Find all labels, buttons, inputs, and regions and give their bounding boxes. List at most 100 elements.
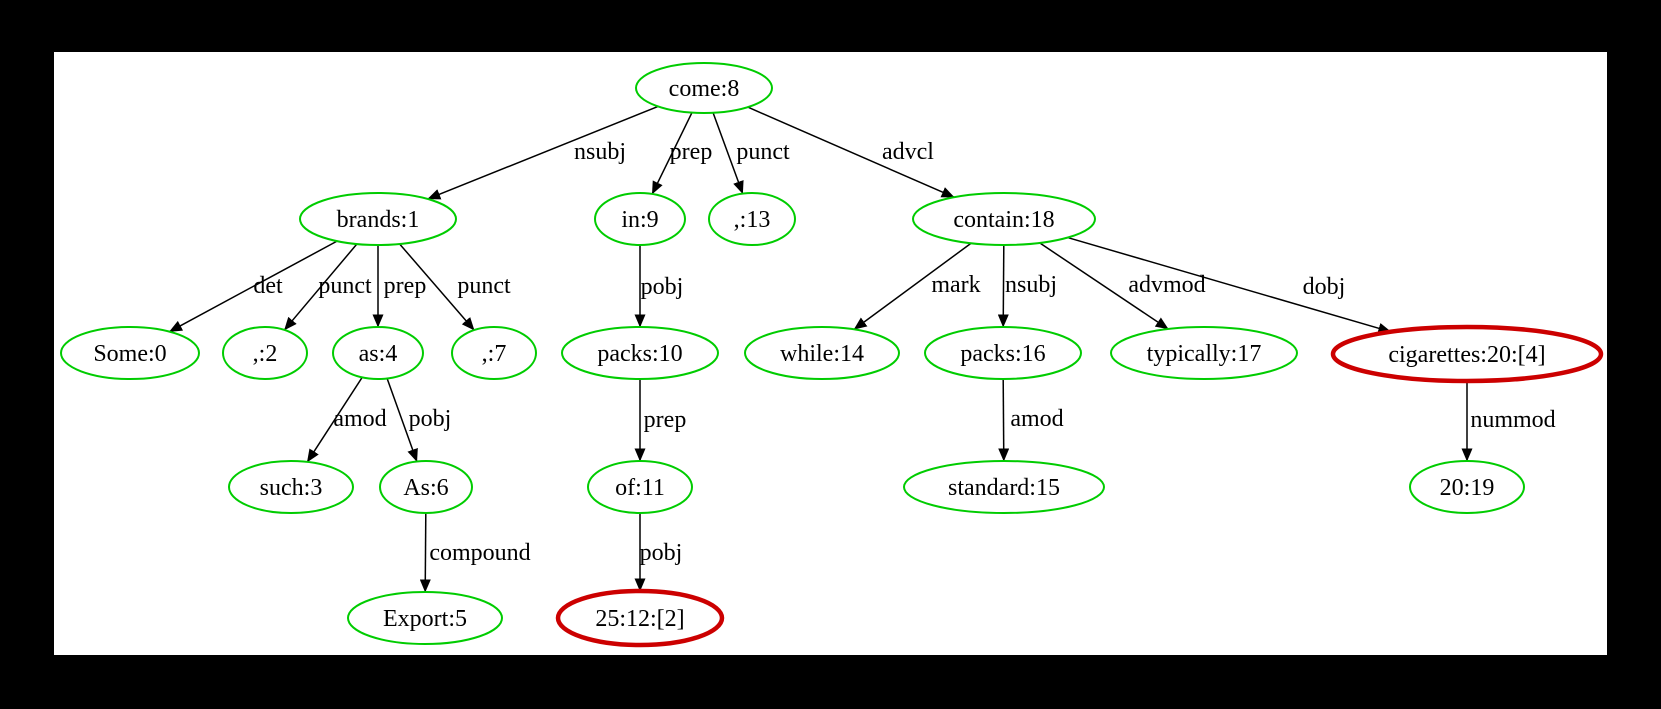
node-label-standard15: standard:15: [948, 475, 1060, 501]
node-ellipse-come8: [635, 62, 773, 114]
graph-node-contain18: contain:18: [912, 192, 1096, 246]
edge-contain18-while14: [853, 242, 972, 330]
node-label-contain18: contain:18: [953, 207, 1054, 233]
edge-label-prep-in9: prep: [670, 139, 713, 165]
edge-as4-such3: [306, 376, 363, 463]
edge-label-punct-comma7: punct: [457, 273, 511, 299]
node-ellipse-while14: [744, 326, 900, 380]
node-ellipse-typically17: [1110, 326, 1298, 380]
node-label-num2019: 20:19: [1440, 475, 1495, 501]
graph-node-some0: Some:0: [60, 326, 200, 380]
graph-node-packs16: packs:16: [924, 326, 1082, 380]
node-ellipse-of11: [587, 460, 693, 514]
node-ellipse-export5: [347, 591, 503, 645]
edge-come8-in9: [651, 112, 693, 195]
edge-label-pobj-packs10: pobj: [641, 274, 684, 300]
edge-come8-contain18: [747, 106, 955, 198]
edge-label-advmod-typically17: advmod: [1128, 272, 1205, 298]
edge-label-nsubj-brands1: nsubj: [574, 139, 626, 165]
edge-brands1-some0: [169, 240, 338, 333]
node-ellipse-some0: [60, 326, 200, 380]
node-ellipse-cigarettes20: [1330, 324, 1604, 384]
node-label-while14: while:14: [780, 341, 864, 367]
edge-label-pobj-num2512: pobj: [640, 540, 683, 566]
edge-come8-brands1: [427, 105, 659, 200]
node-ellipse-such3: [228, 460, 354, 514]
node-label-in9: in:9: [621, 207, 658, 233]
node-label-As6: As:6: [403, 475, 448, 501]
graph-node-in9: in:9: [594, 192, 686, 246]
node-label-export5: Export:5: [383, 606, 467, 632]
edge-packs16-standard15: [998, 378, 1010, 462]
node-label-comma13: ,:13: [734, 207, 771, 233]
graph-node-brands1: brands:1: [299, 192, 457, 246]
edge-label-amod-standard15: amod: [1010, 406, 1063, 432]
edge-contain18-typically17: [1039, 242, 1169, 330]
graph-node-packs10: packs:10: [561, 326, 719, 380]
graph-node-as4: as:4: [332, 326, 424, 380]
node-label-come8: come:8: [669, 76, 740, 102]
node-label-num2512: 25:12:[2]: [595, 606, 684, 632]
node-label-comma7: ,:7: [482, 341, 507, 367]
edge-label-pobj-As6: pobj: [409, 406, 452, 432]
edge-label-compound-export5: compound: [429, 540, 530, 566]
node-ellipse-standard15: [903, 460, 1105, 514]
edge-label-prep-of11: prep: [644, 407, 687, 433]
node-ellipse-As6: [379, 460, 473, 514]
edge-As6-export5: [419, 512, 431, 593]
edge-label-nummod-num2019: nummod: [1470, 407, 1555, 433]
graph-node-typically17: typically:17: [1110, 326, 1298, 380]
node-label-some0: Some:0: [93, 341, 166, 367]
node-label-comma2: ,:2: [253, 341, 278, 367]
nodes-layer: come:8 brands:1 in:9 ,:13 contain:18Some:0,:…: [60, 62, 1604, 648]
node-label-as4: as:4: [359, 341, 398, 367]
graph-node-export5: Export:5: [347, 591, 503, 645]
edge-label-punct-comma13: punct: [736, 139, 790, 165]
graph-node-standard15: standard:15: [903, 460, 1105, 514]
edge-label-prep-as4: prep: [384, 273, 427, 299]
edge-label-amod-such3: amod: [333, 406, 386, 432]
edge-label-det-some0: det: [253, 273, 283, 299]
node-ellipse-in9: [594, 192, 686, 246]
node-ellipse-as4: [332, 326, 424, 380]
node-ellipse-comma2: [222, 326, 308, 380]
node-label-brands1: brands:1: [337, 207, 420, 233]
edge-label-dobj-cigarettes20: dobj: [1303, 274, 1346, 300]
edge-contain18-cigarettes20: [1067, 236, 1392, 334]
edge-brands1-comma2: [283, 243, 358, 331]
graph-node-while14: while:14: [744, 326, 900, 380]
node-label-cigarettes20: cigarettes:20:[4]: [1388, 342, 1545, 368]
node-ellipse-packs16: [924, 326, 1082, 380]
graph-node-cigarettes20: cigarettes:20:[4]: [1330, 324, 1604, 384]
graph-node-such3: such:3: [228, 460, 354, 514]
graph-node-num2512: 25:12:[2]: [555, 588, 725, 648]
node-ellipse-num2019: [1409, 460, 1525, 514]
node-ellipse-comma13: [708, 192, 796, 246]
graph-node-comma13: ,:13: [708, 192, 796, 246]
edge-label-nsubj-packs16: nsubj: [1005, 272, 1057, 298]
edge-label-punct-comma2: punct: [318, 273, 372, 299]
node-ellipse-brands1: [299, 192, 457, 246]
graph-node-comma7: ,:7: [451, 326, 537, 380]
node-ellipse-num2512: [555, 588, 725, 648]
node-label-typically17: typically:17: [1147, 341, 1262, 367]
edges-layer: [169, 105, 1473, 593]
edge-come8-comma13: [712, 112, 744, 195]
graph-node-come8: come:8: [635, 62, 773, 114]
graph-node-comma2: ,:2: [222, 326, 308, 380]
node-label-packs10: packs:10: [597, 341, 682, 367]
node-label-packs16: packs:16: [960, 341, 1045, 367]
node-label-such3: such:3: [260, 475, 323, 501]
node-ellipse-contain18: [912, 192, 1096, 246]
node-ellipse-comma7: [451, 326, 537, 380]
edge-label-advcl-contain18: advcl: [882, 139, 934, 165]
edge-brands1-comma7: [399, 243, 475, 331]
node-label-of11: of:11: [615, 475, 665, 501]
dependency-tree-svg: come:8 brands:1 in:9 ,:13 contain:18Some:0,:…: [60, 62, 1604, 648]
edge-contain18-packs16: [997, 244, 1009, 328]
graph-node-of11: of:11: [587, 460, 693, 514]
graph-node-As6: As:6: [379, 460, 473, 514]
edge-as4-As6: [386, 378, 418, 462]
